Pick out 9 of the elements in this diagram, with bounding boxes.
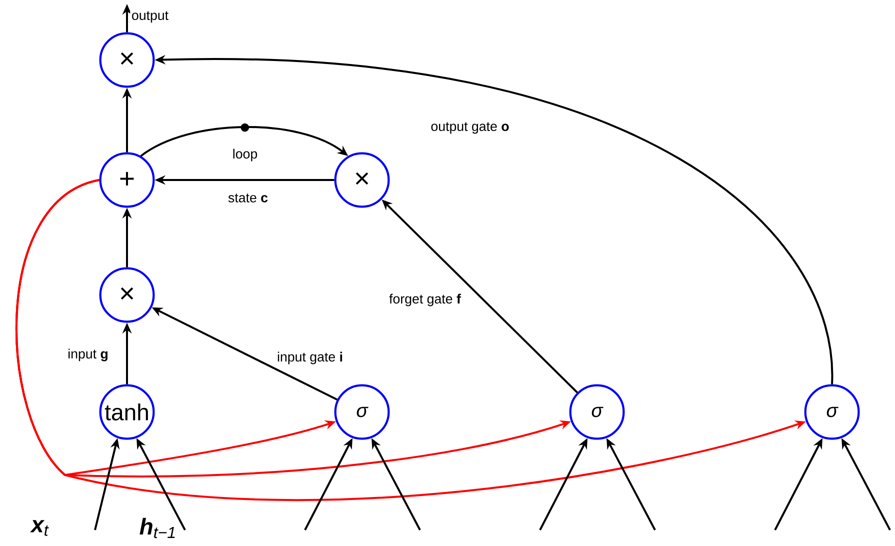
edge-label: forget gate f <box>388 292 462 308</box>
edge-label: state c <box>226 192 270 204</box>
edge-label: input g <box>66 347 110 363</box>
edge-label: output <box>130 10 170 24</box>
input-label: x$_{t}$ <box>30 520 49 536</box>
edge-label: loop <box>231 147 259 163</box>
edge-label: output gate o <box>429 120 511 136</box>
edge-label: input gate i <box>276 350 344 366</box>
input-label: h$_{t−1}$ <box>140 518 175 538</box>
